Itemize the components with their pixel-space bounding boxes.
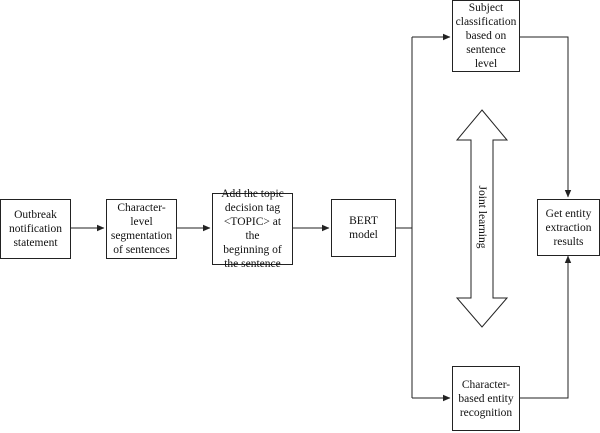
node-topic-tag: Add the topic decision tag <TOPIC> at th… <box>212 188 293 270</box>
node-subject-classification: Subject classification based on sentence… <box>452 0 520 72</box>
node-ner-label: Character- based entity recognition <box>458 378 514 419</box>
node-outbreak-notification: Outbreak notification statement <box>0 199 71 259</box>
node-entity-recognition: Character- based entity recognition <box>452 366 520 431</box>
node-bert-model: BERT model <box>331 199 396 257</box>
arrow-subject-to-result <box>520 36 572 198</box>
node-segmentation-label: Character- level segmentation of sentenc… <box>110 202 173 256</box>
joint-learning-label: Joint learning <box>476 185 488 249</box>
node-entity-results: Get entity extraction results <box>537 199 600 256</box>
arrow-ner-to-result <box>520 255 572 399</box>
node-result-label: Get entity extraction results <box>545 207 592 248</box>
node-topic-tag-label: Add the topic decision tag <TOPIC> at th… <box>221 188 284 270</box>
node-bert-label: BERT model <box>349 215 378 241</box>
node-character-segmentation: Character- level segmentation of sentenc… <box>106 199 177 259</box>
joint-learning-double-arrow <box>455 109 509 328</box>
node-outbreak-label: Outbreak notification statement <box>8 209 62 249</box>
node-subject-label: Subject classification based on sentence… <box>455 2 517 70</box>
